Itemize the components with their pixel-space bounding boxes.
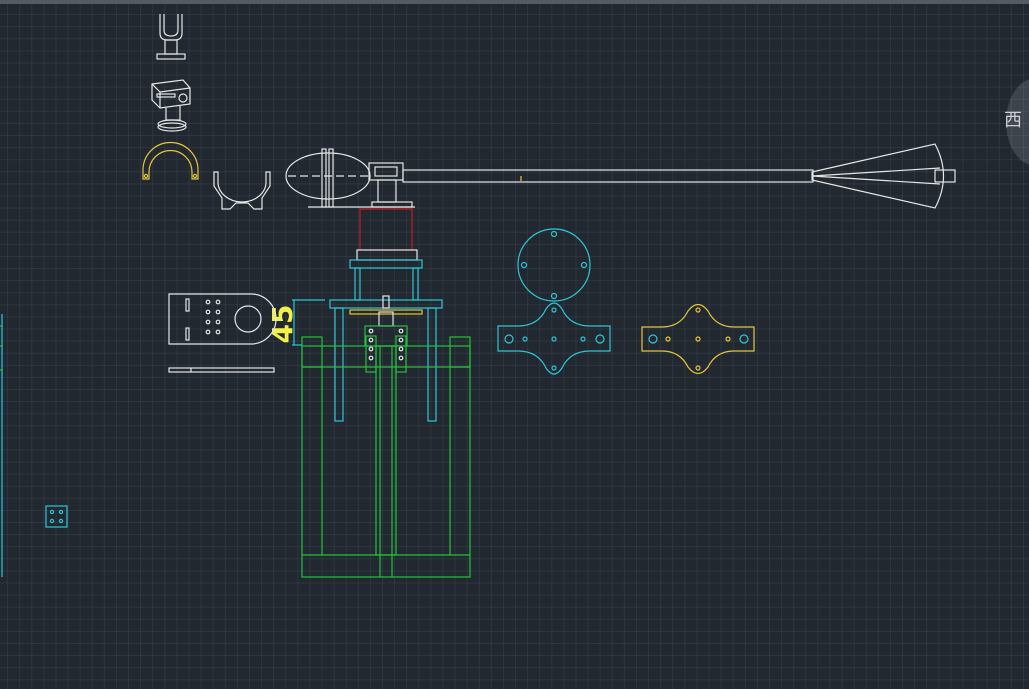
dimension-value: 45 <box>266 305 299 344</box>
base-bolt-holes <box>368 328 404 361</box>
cyan-flange-part[interactable] <box>497 302 611 375</box>
small-square-part[interactable] <box>45 505 68 528</box>
u-saddle-part[interactable] <box>213 171 271 210</box>
bearing-housing[interactable] <box>329 249 443 422</box>
motor-mount-part[interactable] <box>151 79 191 132</box>
wind-vane-part[interactable] <box>285 143 956 209</box>
left-edge-part[interactable] <box>0 314 3 577</box>
viewcube-direction-label[interactable]: 西 <box>1004 110 1022 131</box>
yellow-flange-part[interactable] <box>641 303 755 375</box>
dimension-45[interactable]: 45 <box>266 299 325 346</box>
base-enclosure[interactable] <box>301 325 471 578</box>
round-plate-part[interactable] <box>517 228 591 302</box>
mounting-plate-part[interactable] <box>168 293 277 373</box>
motor-body[interactable] <box>359 208 413 251</box>
arc-clamp-part[interactable] <box>142 141 199 180</box>
viewcube-widget[interactable] <box>1006 78 1029 166</box>
fork-bracket-part[interactable] <box>156 14 186 60</box>
top-border <box>0 0 1029 4</box>
